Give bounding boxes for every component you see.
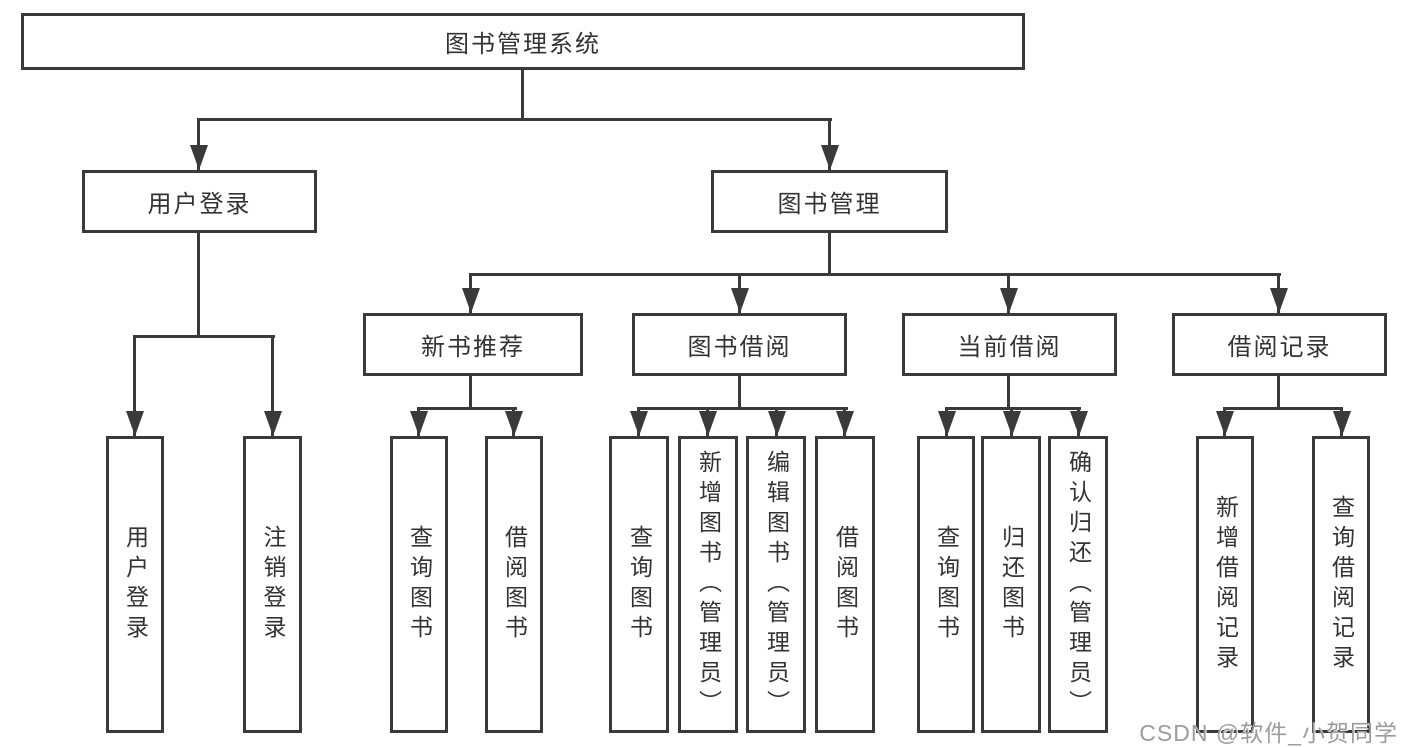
arrow-down-icon: [410, 411, 428, 436]
arrow-down-icon: [1000, 288, 1018, 313]
node-book-borrow: 图书借阅: [632, 313, 847, 376]
node-book-management: 图书管理: [711, 170, 948, 233]
connector-line: [271, 335, 274, 436]
arrow-down-icon: [126, 411, 144, 436]
leaf-borrow-books-recommend: 借阅图书: [485, 436, 543, 733]
arrow-down-icon: [938, 411, 956, 436]
arrow-down-icon: [1003, 411, 1021, 436]
connector-line: [828, 232, 831, 275]
arrow-down-icon: [630, 411, 648, 436]
arrow-down-icon: [1216, 411, 1234, 436]
arrow-down-icon: [836, 411, 854, 436]
connector-line: [738, 374, 741, 410]
connector-line: [417, 407, 517, 410]
leaf-add-books-admin: 新增图书（管理员）: [678, 436, 738, 733]
leaf-confirm-return-admin: 确认归还（管理员）: [1048, 436, 1108, 733]
connector-line: [469, 374, 472, 410]
leaf-query-books-borrow: 查询图书: [609, 436, 669, 733]
node-library-system: 图书管理系统: [21, 13, 1025, 70]
node-user-login: 用户登录: [82, 170, 317, 233]
arrow-down-icon: [821, 145, 839, 170]
arrow-down-icon: [505, 411, 523, 436]
arrow-down-icon: [1270, 288, 1288, 313]
leaf-query-books-recommend: 查询图书: [390, 436, 448, 733]
connector-line: [197, 118, 832, 121]
connector-line: [469, 273, 1281, 276]
node-new-book-recommend: 新书推荐: [363, 313, 583, 376]
connector-line: [521, 69, 524, 121]
connector-line: [197, 232, 200, 337]
connector-line: [1277, 374, 1280, 410]
node-current-borrow: 当前借阅: [902, 313, 1117, 376]
leaf-edit-books-admin: 编辑图书（管理员）: [746, 436, 806, 733]
node-borrow-records: 借阅记录: [1172, 313, 1387, 376]
leaf-return-books: 归还图书: [981, 436, 1041, 733]
leaf-borrow-books: 借阅图书: [815, 436, 875, 733]
arrow-down-icon: [699, 411, 717, 436]
leaf-logout: 注销登录: [243, 436, 302, 733]
leaf-add-borrow-record: 新增借阅记录: [1196, 436, 1254, 733]
connector-line: [133, 335, 136, 436]
arrow-down-icon: [190, 145, 208, 170]
watermark: CSDN @软件_小贺同学: [1139, 720, 1398, 746]
connector-line: [197, 118, 200, 170]
connector-line: [637, 407, 848, 410]
arrow-down-icon: [1070, 411, 1088, 436]
leaf-user-login: 用户登录: [106, 436, 164, 733]
leaf-query-borrow-record: 查询借阅记录: [1312, 436, 1370, 733]
connector-line: [133, 335, 275, 338]
arrow-down-icon: [462, 288, 480, 313]
arrow-down-icon: [1333, 411, 1351, 436]
connector-line: [1007, 374, 1010, 410]
connector-line: [945, 407, 1081, 410]
arrow-down-icon: [731, 288, 749, 313]
connector-line: [828, 118, 831, 170]
arrow-down-icon: [264, 411, 282, 436]
arrow-down-icon: [768, 411, 786, 436]
leaf-query-books-current: 查询图书: [917, 436, 975, 733]
connector-line: [1223, 407, 1343, 410]
